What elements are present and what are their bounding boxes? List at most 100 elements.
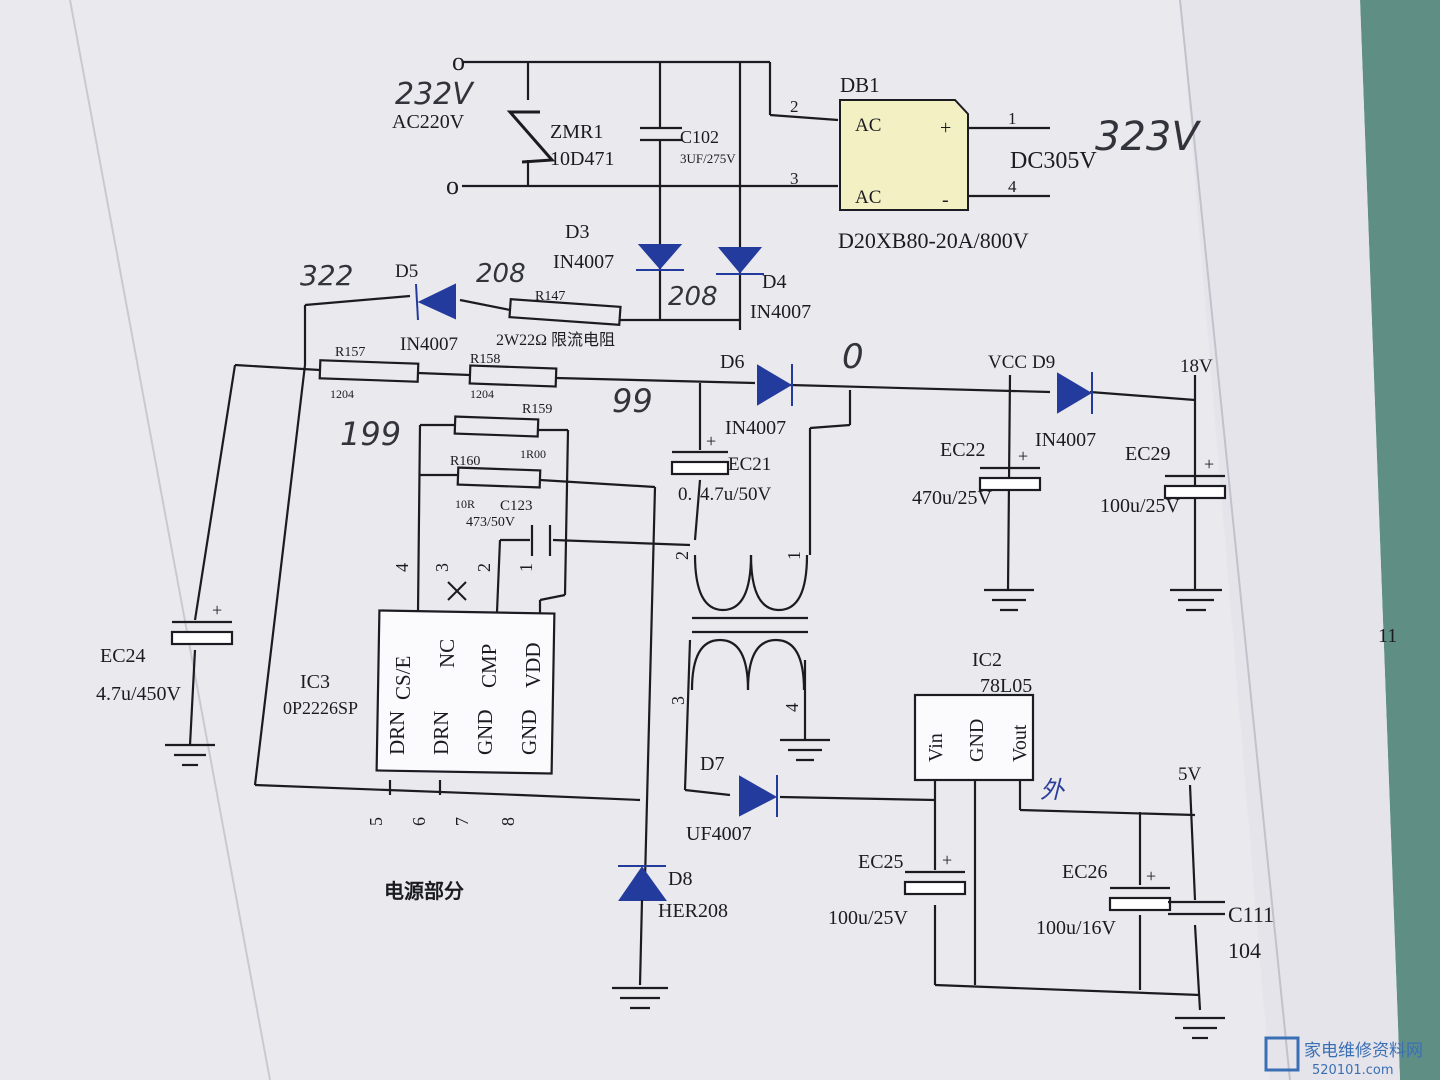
d7-value: UF4007 [686,823,752,845]
ic3-pin-vdd: VDD [521,643,545,689]
ec29-ref: EC29 [1125,443,1171,465]
annotation-99: 99 [612,382,653,420]
ic3-body [375,609,556,775]
ac-terminal-top: o [452,47,465,76]
transformer-pin-4: 4 [782,703,802,712]
db1-pin3: 3 [790,169,799,188]
c102-capacitor-symbol [640,126,682,142]
ic2-pin-labels: Vin GND Vout [925,719,1031,762]
d9-diode-symbol [1057,372,1092,414]
d5-bar [415,283,419,321]
d4-ref: D4 [762,271,786,293]
ec21-ref: EC21 [728,454,771,475]
d6-ref: D6 [720,351,744,373]
ic2-body [913,693,1035,782]
db1-part: D20XB80-20A/800V [838,228,1029,253]
db1-minus: - [942,189,949,211]
r158-ref: R158 [470,352,500,367]
transformer-pin-3: 3 [668,696,688,705]
r157-resistor-symbol [318,359,420,383]
d8-value: HER208 [658,900,728,922]
d3-value: IN4007 [553,251,614,273]
section-title: 电源部分 [384,879,464,903]
annotation-dc-voltage: 323V [1095,114,1201,160]
ic3-ref: IC3 [300,671,330,693]
ic2-pin-vin: Vin [925,733,947,762]
ground-ec29 [1170,588,1222,612]
resistor-symbols [318,298,622,489]
r157-value: 1204 [330,387,354,401]
annotation-ic2-out: 外 [1040,776,1066,804]
c111-value: 104 [1228,938,1261,963]
ic3-pin-gnd-2: GND [517,710,541,756]
db1-pin4: 4 [1008,177,1017,196]
c111-ref: C111 [1228,902,1274,927]
r160-value: 10R [455,497,475,511]
d4-value: IN4007 [750,301,811,323]
r159-resistor-symbol [453,415,540,438]
v5-label: 5V [1178,764,1202,785]
ec29-capacitor-symbol [1163,474,1227,500]
c123-value: 473/50V [466,515,515,530]
ground-transformer [780,738,830,762]
ec22-ref: EC22 [940,439,986,461]
v18-label: 18V [1180,356,1213,377]
ic3-pin-drn-1: DRN [385,711,409,755]
transformer-primary-coil-2 [749,554,809,612]
ec29-value: 100u/25V [1100,495,1181,517]
ec26-plus: + [1146,866,1156,886]
annotation-208-a: 208 [476,259,526,289]
watermark-cn: 家电维修资料网 [1304,1041,1423,1061]
d9-ref: D9 [1032,352,1055,373]
d6-value: IN4007 [725,417,786,439]
ec26-ref: EC26 [1062,861,1108,883]
d7-ref: D7 [700,753,724,775]
ic3-pin-nc: NC [435,639,459,668]
d5-value: IN4007 [400,334,458,355]
annotation-199: 199 [340,415,401,453]
ac-input-label: AC220V [392,111,465,133]
ic3-pin-num-4: 4 [392,563,412,572]
r147-resistor-symbol [508,298,622,326]
ic3-pin-num-7: 7 [452,817,472,826]
db1-pin2: 2 [790,97,799,116]
transformer-pin-labels: 1 2 3 4 [668,551,804,712]
d8-ref: D8 [668,868,692,890]
vcc-label: VCC [988,352,1027,373]
ic3-pin-cmp: CMP [477,644,501,688]
r159-value: 1R00 [520,447,546,461]
db1-output: DC305V [1010,148,1097,174]
ec22-value: 470u/25V [912,487,993,509]
r147-value: 2W22Ω 限流电阻 [496,331,615,349]
ic2-pin-vout: Vout [1009,724,1031,762]
ec25-capacitor-symbol [903,870,967,896]
ic3-pin-num-5: 5 [366,817,386,826]
annotation-0: 0 [842,337,864,377]
d8-diode-symbol [618,866,667,901]
transformer-pin-1: 1 [784,551,804,560]
zmr1-varistor-symbol [506,110,556,164]
wires [188,60,1202,1011]
zmr1-ref: ZMR1 [550,121,603,143]
r157-ref: R157 [335,345,365,360]
page-fold-line [69,0,271,1080]
watermark-logo-icon [1264,1036,1300,1072]
annotation-322: 322 [300,259,353,292]
r147-ref: R147 [535,289,565,304]
db1-ac-bottom: AC [855,187,881,208]
r160-resistor-symbol [456,466,542,489]
electrolytic-capacitors [170,450,1227,916]
r159-ref: R159 [522,402,552,417]
ic3-pin-num-1: 1 [516,563,536,572]
db1-ref: DB1 [840,73,880,97]
ground-ec24 [165,743,215,767]
r158-value: 1204 [470,387,494,401]
ec29-plus: + [1204,454,1214,474]
ic3-pin-numbers: 4 3 2 1 5 6 7 8 [366,563,536,826]
ic3-part: 0P2226SP [283,698,358,718]
ec24-value: 4.7u/450V [96,683,182,705]
ec26-capacitor-symbol [1108,886,1172,912]
ic2-pin-gnd: GND [966,719,988,762]
